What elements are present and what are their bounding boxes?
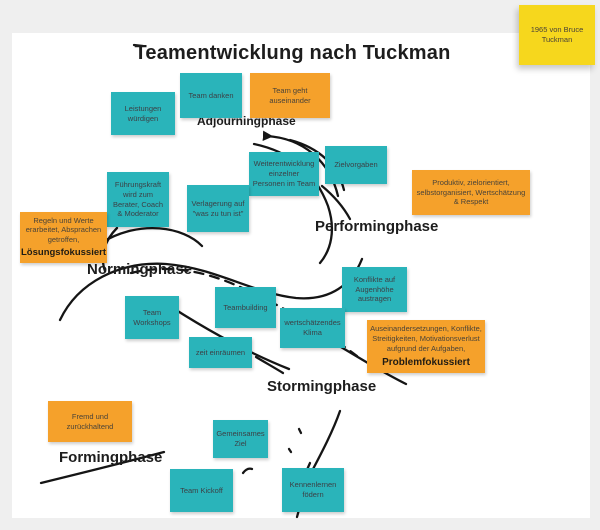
- phase-label-forming[interactable]: Formingphase: [59, 449, 163, 466]
- note-text: Konflikte auf Augenhöhe austragen: [353, 274, 396, 304]
- note-text: Team Workshops: [133, 307, 171, 327]
- note-bold-text: Lösungsfokussiert: [21, 246, 106, 258]
- sticky-note-team-geht-auseinander[interactable]: Team geht auseinander: [250, 73, 330, 118]
- sticky-note-kennenlernen[interactable]: Kennenlernen födern: [282, 468, 344, 512]
- note-text: wertschätzendes Klima: [284, 318, 341, 337]
- sticky-note-fremd[interactable]: Fremd und zurückhaltend: [48, 401, 132, 442]
- sticky-note-team-danken[interactable]: Team danken: [180, 73, 242, 118]
- note-text: Team Kickoff: [180, 485, 223, 495]
- note-text: Gemeinsames Ziel: [216, 429, 265, 448]
- note-bold-text: Problemfokussiert: [382, 356, 470, 368]
- note-text: Fremd und zurückhaltend: [66, 411, 114, 431]
- sticky-note-zielvorgaben[interactable]: Zielvorgaben: [325, 146, 387, 184]
- sticky-note-produktiv[interactable]: Produktiv, zielorientiert, selbstorganis…: [412, 170, 530, 215]
- sticky-note-team-kickoff[interactable]: Team Kickoff: [170, 469, 233, 512]
- note-text: Team danken: [188, 90, 234, 100]
- note-text: 1965 von Bruce Tuckman: [530, 25, 584, 44]
- phase-label-storming[interactable]: Stormingphase: [267, 378, 377, 395]
- sticky-note-klima[interactable]: wertschätzendes Klima: [280, 308, 345, 348]
- sticky-note-bruce-tuckman[interactable]: 1965 von Bruce Tuckman: [519, 5, 595, 65]
- note-text: Teambuilding: [223, 302, 268, 312]
- sticky-note-regeln[interactable]: Regeln und Werte erarbeitet, Absprachen …: [20, 212, 107, 263]
- sticky-note-zeit[interactable]: zeit einräumen: [189, 337, 252, 368]
- sticky-note-weiterentwicklung[interactable]: Weiterentwicklung einzelner Personen im …: [249, 152, 319, 196]
- phase-label-norming[interactable]: Normingphase: [87, 261, 193, 278]
- note-text: Weiterentwicklung einzelner Personen im …: [252, 159, 316, 188]
- board-title[interactable]: Teamentwicklung nach Tuckman: [134, 42, 451, 64]
- sticky-note-team-workshops[interactable]: Team Workshops: [125, 296, 179, 339]
- sticky-note-auseinandersetzungen[interactable]: Auseinandersetzungen, Konflikte, Streiti…: [367, 320, 485, 373]
- note-text: Auseinandersetzungen, Konflikte, Streiti…: [370, 324, 482, 353]
- note-text: Team geht auseinander: [269, 85, 311, 105]
- sticky-note-teambuilding[interactable]: Teambuilding: [215, 287, 276, 328]
- note-text: Kennenlernen födern: [289, 480, 337, 499]
- note-text: Verlagerung auf "was zu tun ist": [191, 198, 245, 218]
- note-text: zeit einräumen: [195, 347, 246, 357]
- sticky-note-fuehrungskraft[interactable]: Führungskraft wird zum Berater, Coach & …: [107, 172, 169, 227]
- note-text: Führungskraft wird zum Berater, Coach & …: [112, 180, 164, 219]
- sticky-note-konflikte-augenhoehe[interactable]: Konflikte auf Augenhöhe austragen: [342, 267, 407, 312]
- note-text: Regeln und Werte erarbeitet, Absprachen …: [25, 215, 102, 245]
- note-text: Zielvorgaben: [334, 160, 378, 170]
- phase-label-performing[interactable]: Performingphase: [315, 218, 439, 235]
- note-text: Leistungen würdigen: [124, 103, 162, 123]
- sticky-note-leistungen[interactable]: Leistungen würdigen: [111, 92, 175, 135]
- sticky-note-gemeinsames-ziel[interactable]: Gemeinsames Ziel: [213, 420, 268, 458]
- note-text: Produktiv, zielorientiert, selbstorganis…: [416, 177, 526, 207]
- sticky-note-verlagerung[interactable]: Verlagerung auf "was zu tun ist": [187, 185, 249, 232]
